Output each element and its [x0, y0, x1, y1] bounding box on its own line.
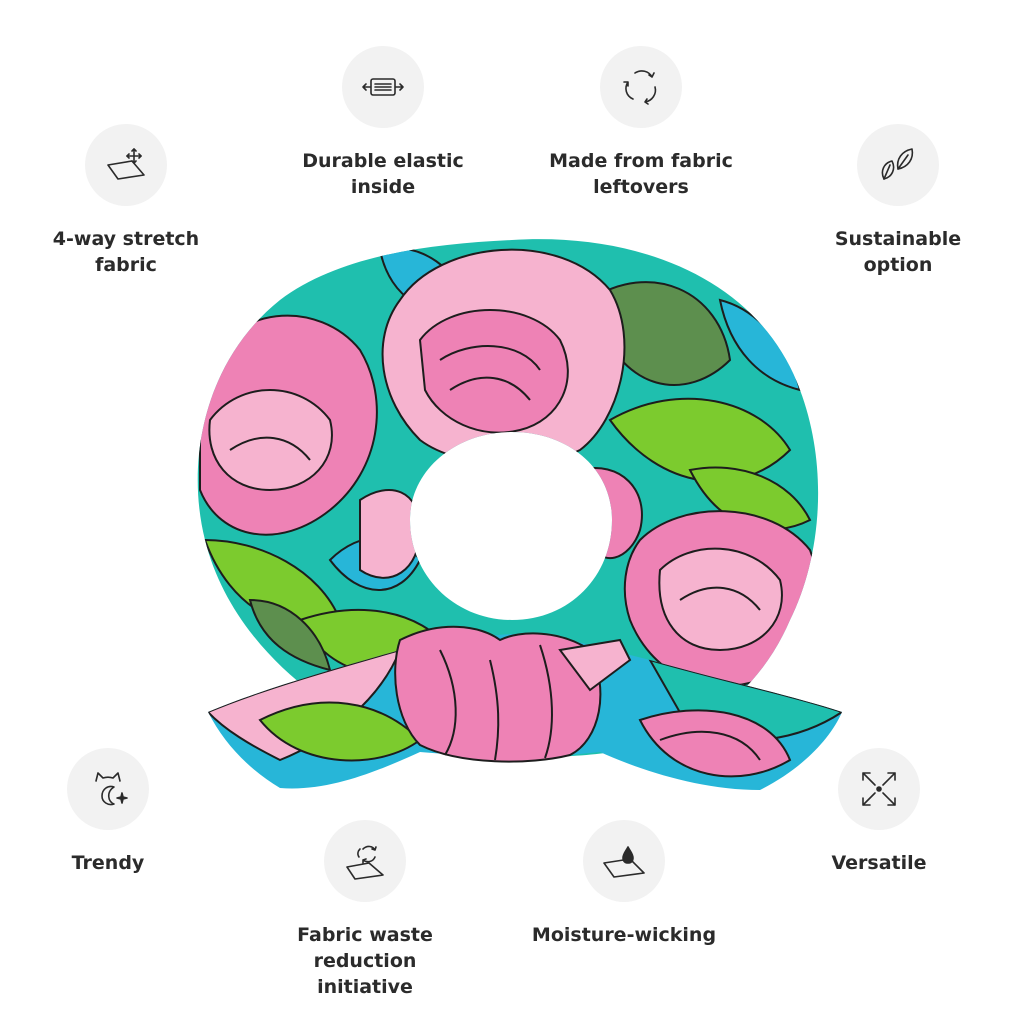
icon-circle [324, 820, 406, 902]
feature-waste-reduction: Fabric waste reduction initiative [245, 820, 485, 1000]
icon-circle [857, 124, 939, 206]
feature-label: Durable elastic inside [302, 150, 464, 198]
expand-arrows-icon [862, 772, 896, 806]
icon-circle [838, 748, 920, 830]
feature-trendy: Trendy [0, 748, 228, 876]
elastic-band-icon [362, 78, 404, 96]
feature-label: Versatile [831, 852, 927, 874]
stretch-fabric-icon [107, 148, 145, 180]
recycle-arrows-icon [623, 70, 657, 105]
feature-label: Sustainable option [834, 228, 962, 276]
recycled-fabric-icon [346, 845, 384, 880]
icon-circle [342, 46, 424, 128]
feature-versatile: Versatile [759, 748, 999, 876]
feature-durable-elastic: Durable elastic inside [263, 46, 503, 200]
feature-label: Trendy [71, 852, 145, 874]
cat-moon-sparkle-icon [95, 772, 128, 806]
feature-label: Fabric waste reduction initiative [297, 924, 433, 998]
feature-4-way-stretch: 4-way stretch fabric [6, 124, 246, 278]
feature-label: 4-way stretch fabric [52, 228, 200, 276]
feature-label: Moisture-wicking [531, 924, 717, 946]
feature-fabric-leftovers: Made from fabric leftovers [521, 46, 761, 200]
icon-circle [85, 124, 167, 206]
feature-sustainable: Sustainable option [778, 124, 1018, 278]
water-drop-fabric-icon [603, 846, 645, 878]
leaves-icon [881, 148, 914, 180]
feature-moisture-wicking: Moisture-wicking [504, 820, 744, 948]
icon-circle [600, 46, 682, 128]
icon-circle [67, 748, 149, 830]
icon-circle [583, 820, 665, 902]
feature-label: Made from fabric leftovers [549, 150, 733, 198]
